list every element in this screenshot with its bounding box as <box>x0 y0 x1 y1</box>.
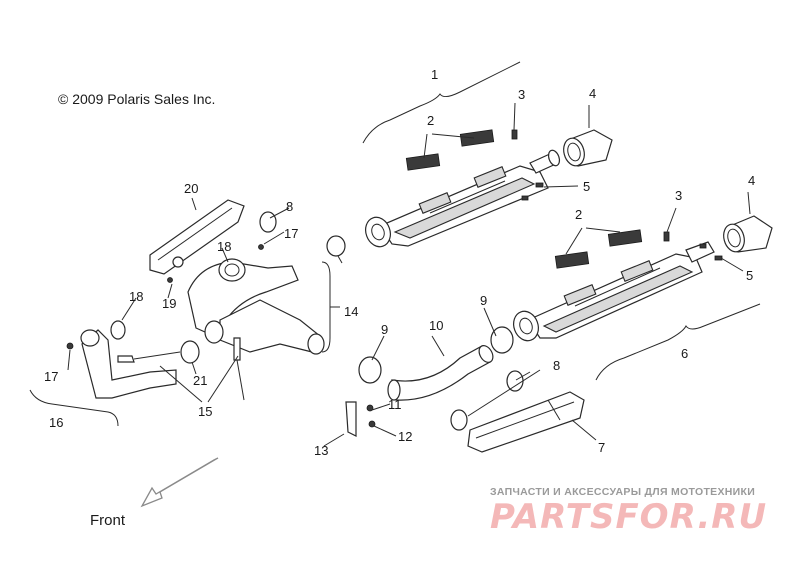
callout-13: 13 <box>314 443 329 458</box>
callout-9-left: 9 <box>381 322 389 337</box>
watermark-logo: PARTSFOR.RU <box>490 497 768 537</box>
callout-3-upper: 3 <box>518 87 526 102</box>
header-heat-shield <box>149 199 245 275</box>
mounting-bracket <box>345 401 376 437</box>
callout-17-upper: 17 <box>284 226 299 241</box>
upper-end-cap <box>563 129 613 167</box>
callout-9-right: 9 <box>480 293 488 308</box>
callout-18-lower: 18 <box>129 289 144 304</box>
callout-12: 12 <box>398 429 413 444</box>
o-ring <box>110 320 126 340</box>
callout-1: 1 <box>431 67 439 82</box>
bolt <box>167 277 173 283</box>
heat-shield-strips-lower <box>554 229 643 269</box>
callout-2-lower: 2 <box>575 207 583 222</box>
callout-10: 10 <box>429 318 444 333</box>
callout-4-upper: 4 <box>589 86 597 101</box>
callout-11: 11 <box>388 397 402 412</box>
callout-16: 16 <box>49 415 64 430</box>
watermark-tagline: ЗАПЧАСТИ И АКСЕССУАРЫ ДЛЯ МОТОТЕХНИКИ <box>490 486 756 498</box>
callout-19: 19 <box>162 296 177 311</box>
copyright-notice: © 2009 Polaris Sales Inc. <box>58 91 216 107</box>
heat-shield-strips-upper <box>405 129 495 171</box>
front-label: Front <box>90 512 126 529</box>
header-assembly <box>187 258 325 355</box>
pipe-clamp <box>326 235 346 257</box>
callout-8-left: 8 <box>286 199 294 214</box>
callout-3-lower: 3 <box>675 188 683 203</box>
upper-muffler <box>365 149 561 248</box>
front-header-pipe <box>66 320 177 399</box>
callout-6: 6 <box>681 346 689 361</box>
callout-17-lower: 17 <box>44 369 59 384</box>
callout-15: 15 <box>198 404 213 419</box>
callout-8-right: 8 <box>553 358 561 373</box>
callout-5-lower: 5 <box>746 268 754 283</box>
head-pipe <box>358 326 514 401</box>
muffler-heat-shield <box>467 391 585 453</box>
callout-18-upper: 18 <box>217 239 232 254</box>
callout-14: 14 <box>344 304 359 319</box>
oxygen-sensors <box>117 337 245 401</box>
lower-muffler <box>513 241 715 342</box>
bolt <box>258 244 264 250</box>
fasteners <box>511 129 723 261</box>
front-direction-arrow <box>140 457 219 508</box>
callout-21: 21 <box>193 373 208 388</box>
callout-20: 20 <box>184 181 199 196</box>
callout-4-lower: 4 <box>748 173 756 188</box>
callout-7: 7 <box>598 440 606 455</box>
callout-2-upper: 2 <box>427 113 435 128</box>
leader-lines <box>29 61 761 447</box>
lower-end-cap <box>723 215 773 253</box>
callout-5-upper: 5 <box>583 179 591 194</box>
